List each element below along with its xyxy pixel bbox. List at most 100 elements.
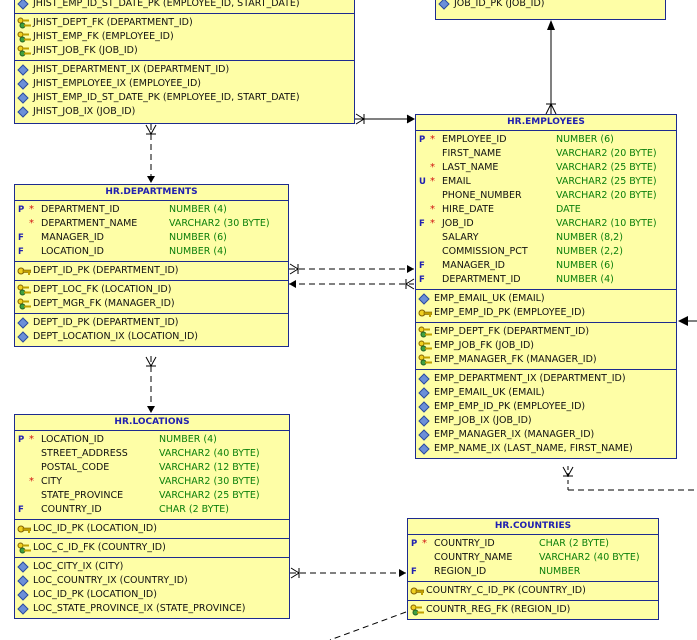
index-row-text: EMP_DEPARTMENT_IX (DEPARTMENT_ID)	[434, 373, 626, 384]
rel-departments-locations	[145, 356, 157, 413]
foreign-key-icon	[418, 340, 432, 352]
column-row: COUNTRY_NAME VARCHAR2 (40 BYTE)	[408, 551, 658, 565]
locations-pk-section: LOC_ID_PK (LOCATION_ID)	[15, 519, 289, 538]
column-name: COUNTRY_NAME	[434, 552, 513, 563]
column-type: VARCHAR2 (12 BYTE)	[159, 462, 260, 473]
unique-key-icon	[17, 0, 31, 10]
jobs-index-row: JOB_ID_PK (JOB_ID)	[436, 0, 665, 11]
index-icon	[17, 575, 31, 587]
column-name: POSTAL_CODE	[41, 462, 110, 473]
primary-key-icon	[418, 307, 433, 319]
foreign-key-row: DEPT_LOC_FK (LOCATION_ID)	[15, 283, 288, 297]
index-row: LOC_STATE_PROVINCE_IX (STATE_PROVINCE)	[15, 602, 289, 616]
index-icon	[418, 401, 432, 413]
index-icon	[17, 64, 31, 76]
index-row: EMP_EMP_ID_PK (EMPLOYEE_ID)	[416, 400, 676, 414]
primary-key-row-text: COUNTRY_C_ID_PK (COUNTRY_ID)	[426, 585, 586, 596]
column-key-flag: F	[411, 567, 417, 577]
foreign-key-row-text: JHIST_JOB_FK (JOB_ID)	[33, 45, 138, 56]
column-type: NUMBER (6)	[169, 232, 227, 243]
column-name: COUNTRY_ID	[41, 504, 102, 515]
locations-fk-section: LOC_C_ID_FK (COUNTRY_ID)	[15, 538, 289, 557]
index-row: JHIST_EMP_ID_ST_DATE_PK (EMPLOYEE_ID, ST…	[15, 91, 354, 105]
foreign-key-row: EMP_DEPT_FK (DEPARTMENT_ID)	[416, 325, 676, 339]
foreign-key-icon	[418, 326, 432, 338]
foreign-key-icon	[17, 45, 31, 57]
foreign-key-row-text: COUNTR_REG_FK (REGION_ID)	[426, 604, 571, 615]
column-key-flag: F	[419, 275, 425, 285]
column-name: COUNTRY_ID	[434, 538, 495, 549]
countries-pk-section: COUNTRY_C_ID_PK (COUNTRY_ID)	[408, 581, 658, 600]
column-key-flag: P	[411, 539, 418, 549]
index-row: LOC_COUNTRY_IX (COUNTRY_ID)	[15, 574, 289, 588]
locations-title: HR.LOCATIONS	[114, 417, 190, 427]
index-row-text: LOC_CITY_IX (CITY)	[33, 561, 124, 572]
index-row: EMP_DEPARTMENT_IX (DEPARTMENT_ID)	[416, 372, 676, 386]
primary-key-row: DEPT_ID_PK (DEPARTMENT_ID)	[15, 264, 288, 278]
primary-key-row: LOC_ID_PK (LOCATION_ID)	[15, 522, 289, 536]
index-row: EMP_NAME_IX (LAST_NAME, FIRST_NAME)	[416, 442, 676, 456]
index-icon	[418, 415, 432, 427]
column-type: NUMBER (4)	[556, 274, 614, 285]
index-icon	[418, 373, 432, 385]
employees-title: HR.EMPLOYEES	[507, 117, 585, 127]
foreign-key-icon	[418, 354, 432, 366]
table-jobs[interactable]: JOB_ID_PK (JOB_ID)	[435, 0, 666, 20]
index-row-text: JHIST_EMPLOYEE_IX (EMPLOYEE_ID)	[33, 78, 201, 89]
required-marker: *	[29, 434, 34, 445]
foreign-key-row-text: DEPT_MGR_FK (MANAGER_ID)	[33, 298, 175, 309]
index-row: JHIST_DEPARTMENT_IX (DEPARTMENT_ID)	[15, 63, 354, 77]
column-type: NUMBER (2,2)	[556, 246, 623, 257]
foreign-key-row-text: JHIST_EMP_FK (EMPLOYEE_ID)	[33, 31, 174, 42]
column-type: NUMBER	[539, 566, 581, 577]
column-type: VARCHAR2 (40 BYTE)	[539, 552, 640, 563]
required-marker: *	[29, 204, 34, 215]
column-name: MANAGER_ID	[41, 232, 104, 243]
required-marker: *	[430, 176, 435, 187]
rel-jhist-departments	[145, 124, 157, 183]
index-row-text: DEPT_ID_PK (DEPARTMENT_ID)	[33, 317, 179, 328]
column-type: CHAR (2 BYTE)	[159, 504, 229, 515]
index-icon	[17, 589, 31, 601]
foreign-key-row-text: EMP_DEPT_FK (DEPARTMENT_ID)	[434, 326, 590, 337]
column-type: CHAR (2 BYTE)	[539, 538, 609, 549]
employees-index-section: EMP_DEPARTMENT_IX (DEPARTMENT_ID)EMP_EMA…	[416, 369, 676, 458]
jhist-index-section: JHIST_DEPARTMENT_IX (DEPARTMENT_ID)JHIST…	[15, 60, 354, 121]
column-type: VARCHAR2 (25 BYTE)	[556, 162, 657, 173]
column-type: VARCHAR2 (30 BYTE)	[159, 476, 260, 487]
jhist-top-row-text: JHIST_EMP_ID_ST_DATE_PK (EMPLOYEE_ID, ST…	[33, 0, 300, 9]
locations-index-section: LOC_CITY_IX (CITY) LOC_COUNTRY_IX (COUNTR…	[15, 557, 289, 618]
column-key-flag: F	[419, 219, 425, 229]
foreign-key-row: COUNTR_REG_FK (REGION_ID)	[408, 603, 658, 617]
primary-key-row: COUNTRY_C_ID_PK (COUNTRY_ID)	[408, 584, 658, 598]
foreign-key-row-text: EMP_MANAGER_FK (MANAGER_ID)	[434, 354, 597, 365]
primary-key-icon	[17, 523, 32, 535]
primary-key-row-text: EMP_EMP_ID_PK (EMPLOYEE_ID)	[434, 307, 586, 318]
column-name: SALARY	[442, 232, 479, 243]
column-type: NUMBER (6)	[556, 260, 614, 271]
rel-locations-countries	[290, 567, 406, 579]
foreign-key-row-text: JHIST_DEPT_FK (DEPARTMENT_ID)	[33, 17, 193, 28]
foreign-key-icon	[17, 542, 31, 554]
index-icon	[17, 317, 31, 329]
table-job-history[interactable]: JHIST_EMP_ID_ST_DATE_PK (EMPLOYEE_ID, ST…	[14, 0, 355, 124]
column-type: NUMBER (4)	[159, 434, 217, 445]
primary-key-row-text: DEPT_ID_PK (DEPARTMENT_ID)	[33, 265, 179, 276]
